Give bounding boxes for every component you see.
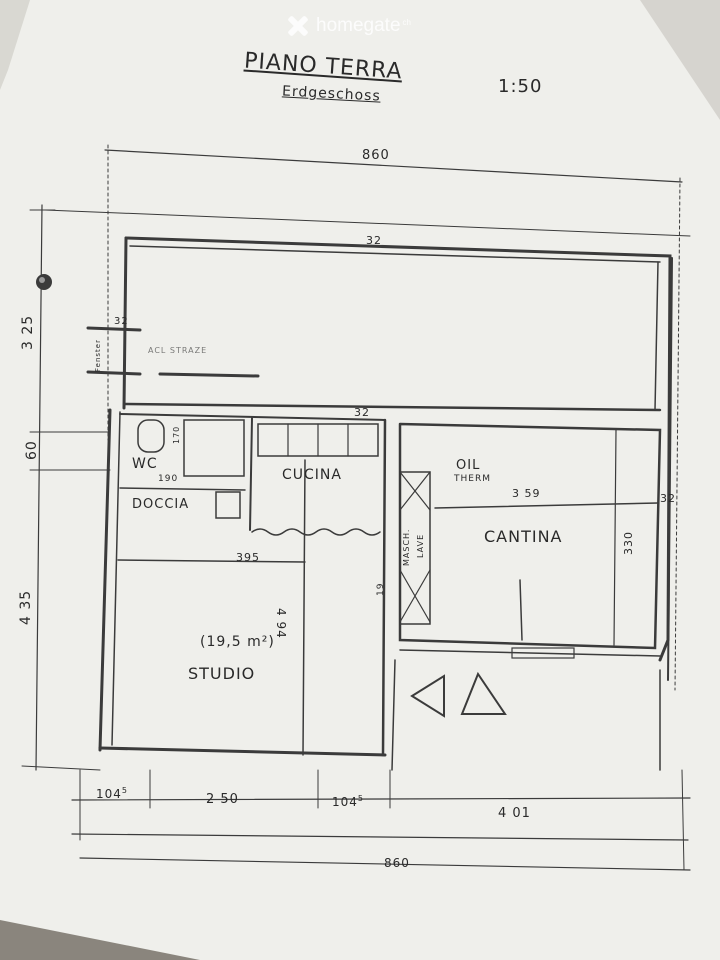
outer-wall-top-inner [129,245,661,263]
paper-shadow-corner [0,0,30,90]
terrace-bottom-wall [122,402,662,412]
bathtub-fixture [183,419,245,477]
window-mark-1 [86,326,142,332]
stair-arrow-left [410,674,445,718]
window-mark-2 [86,370,142,376]
shower-fixture [215,491,241,519]
dim-small-19: 19 [376,582,386,596]
dim-line-bottom-1 [71,797,691,801]
dim-line-top-total [104,149,683,183]
dim-width-190: 190 [158,474,179,484]
wall-studio-inner [302,459,306,756]
dim-mid-32: 32 [354,406,370,419]
wall-studio-top [117,559,306,563]
dim-extension-right [674,177,681,691]
dim-bottom-total: 860 [384,856,410,870]
dim-width-359: 3 59 [512,487,541,500]
wall-bottom-studio [98,746,387,757]
wall-kitchen-divider [249,417,253,531]
dim-line-left [35,204,43,771]
window-fenster-label: Fenster [94,339,102,372]
wall-left-ground [98,408,112,752]
outer-wall-top [124,236,672,662]
studio-area: (19,5 m²) [200,634,275,650]
homegate-x-icon [286,14,310,38]
mach-lave-1: MASCH. [402,528,411,566]
dim-line-bottom-3 [79,857,691,871]
binder-hole-shine [39,277,45,283]
dim-bottom-104a: 1045 [96,786,128,801]
kitchen-wavy-border [251,528,381,536]
washing-machine-area [399,471,431,625]
stair-arrow-up [460,671,507,715]
dim-height-170: 170 [172,425,181,444]
terrace-note: ACL STRAZE [148,346,208,355]
dim-left-325: 3 25 [20,314,36,350]
brand-name: homegate [316,15,401,36]
table-surface [640,0,720,120]
outer-wall-right [667,257,673,681]
dim-left-32: 32 [114,316,129,327]
toilet-fixture [137,419,165,453]
window-mark-3 [158,372,260,378]
dim-top-inner: 32 [366,234,382,247]
door-threshold [511,647,575,659]
dim-height-330: 330 [622,531,635,555]
homegate-watermark: homegate ch [286,14,411,38]
dim-tick-4 [21,765,101,771]
cellar-door-line [519,579,523,641]
wm-cross-2 [399,471,431,511]
wall-left-ground-inner [111,411,121,746]
wall-inner-top [119,413,386,421]
dim-line-bottom-2 [71,833,689,841]
mach-lave-2: LAVE [416,533,425,558]
outer-wall-left [122,236,128,410]
dim-width-395: 395 [236,551,260,564]
plan-scale: 1:50 [498,76,543,97]
room-wc: WC [132,456,158,472]
dim-bottom-250: 2 50 [206,792,239,807]
room-doccia: DOCCIA [132,497,190,512]
brand-tld: ch [402,17,411,27]
room-therm: THERM [454,474,491,484]
cellar-divider [434,502,659,509]
wm-cross-4 [399,569,431,623]
room-cucina: CUCINA [282,467,342,483]
dim-height-494: 4 94 [274,608,288,639]
table-surface-bottom [0,920,200,960]
dim-left-60: 60 [24,440,40,460]
dim-tick-b5 [681,769,685,871]
entry-wall-left [391,659,396,771]
room-oil: OIL [456,458,481,473]
dim-bottom-401: 4 01 [498,806,531,821]
wall-studio-right [381,418,387,757]
cellar-inner-right [613,429,617,646]
dim-line-second [44,209,691,237]
wall-wc-shower [119,487,246,491]
cellar-bottom-wall [399,649,661,657]
room-cantina: CANTINA [484,527,563,546]
dim-left-435: 4 35 [18,589,34,625]
room-studio: STUDIO [188,664,256,683]
dim-bottom-104b: 1045 [332,794,364,809]
dim-top-total: 860 [362,148,390,163]
dim-right-32: 32 [660,492,676,505]
terrace-right-wall [654,261,659,411]
